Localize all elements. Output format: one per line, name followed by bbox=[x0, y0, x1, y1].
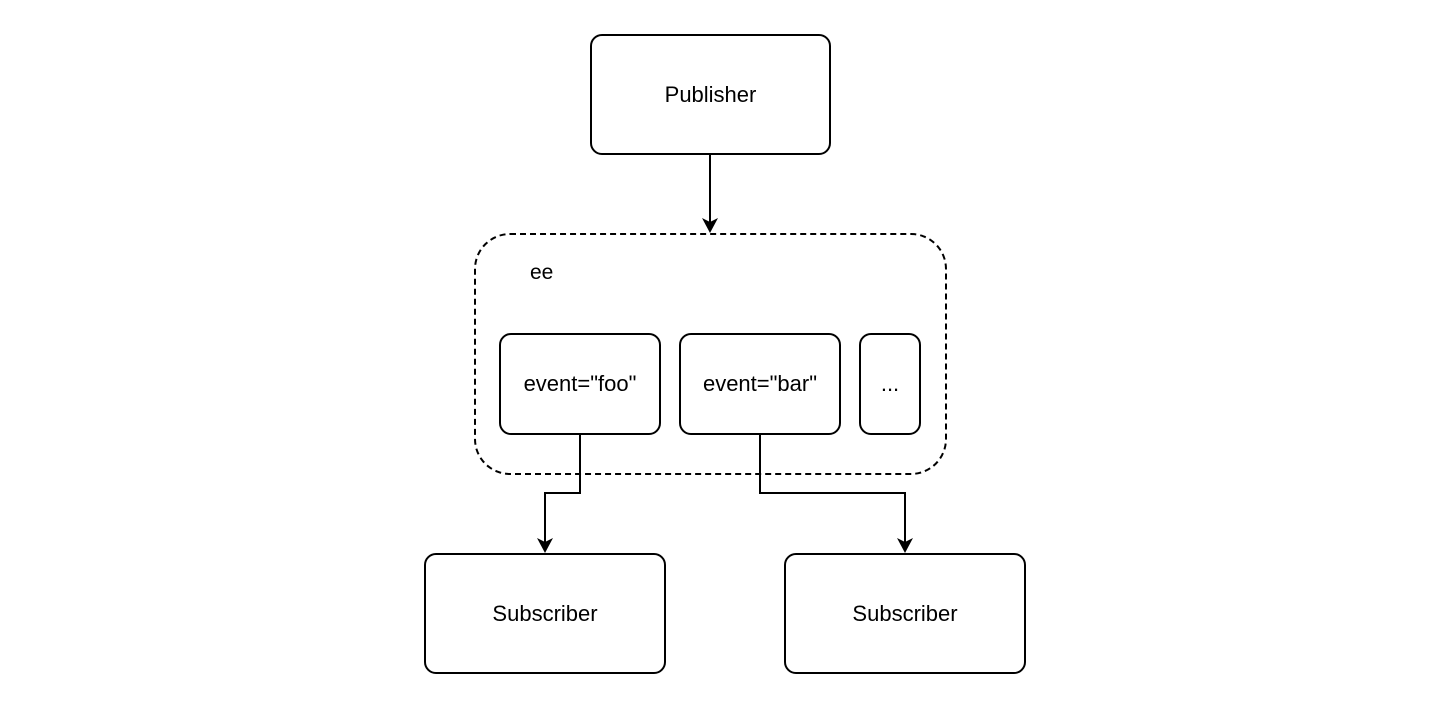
event-foo-label: event="foo" bbox=[523, 371, 637, 396]
arrow-foo-to-subscriber bbox=[544, 435, 581, 550]
subscriber-right-label: Subscriber bbox=[852, 600, 958, 626]
event-more-label: ... bbox=[880, 371, 900, 396]
arrowhead-foo-to-subscriber bbox=[537, 538, 553, 553]
arrowhead-publisher-to-ee bbox=[702, 218, 718, 233]
event-more-node: ... bbox=[859, 333, 921, 435]
event-bar-label: event="bar" bbox=[702, 371, 818, 396]
event-foo-node: event="foo" bbox=[499, 333, 661, 435]
event-emitter-label: ee bbox=[530, 261, 554, 284]
arrow-bar-to-subscriber bbox=[759, 435, 906, 550]
arrowhead-bar-to-subscriber bbox=[897, 538, 913, 553]
event-emitter-group bbox=[474, 233, 947, 475]
subscriber-left-label: Subscriber bbox=[492, 600, 598, 626]
subscriber-node-left: Subscriber bbox=[424, 553, 666, 674]
publisher-label: Publisher bbox=[664, 81, 757, 107]
event-bar-node: event="bar" bbox=[679, 333, 841, 435]
subscriber-node-right: Subscriber bbox=[784, 553, 1026, 674]
publisher-node: Publisher bbox=[590, 34, 831, 155]
